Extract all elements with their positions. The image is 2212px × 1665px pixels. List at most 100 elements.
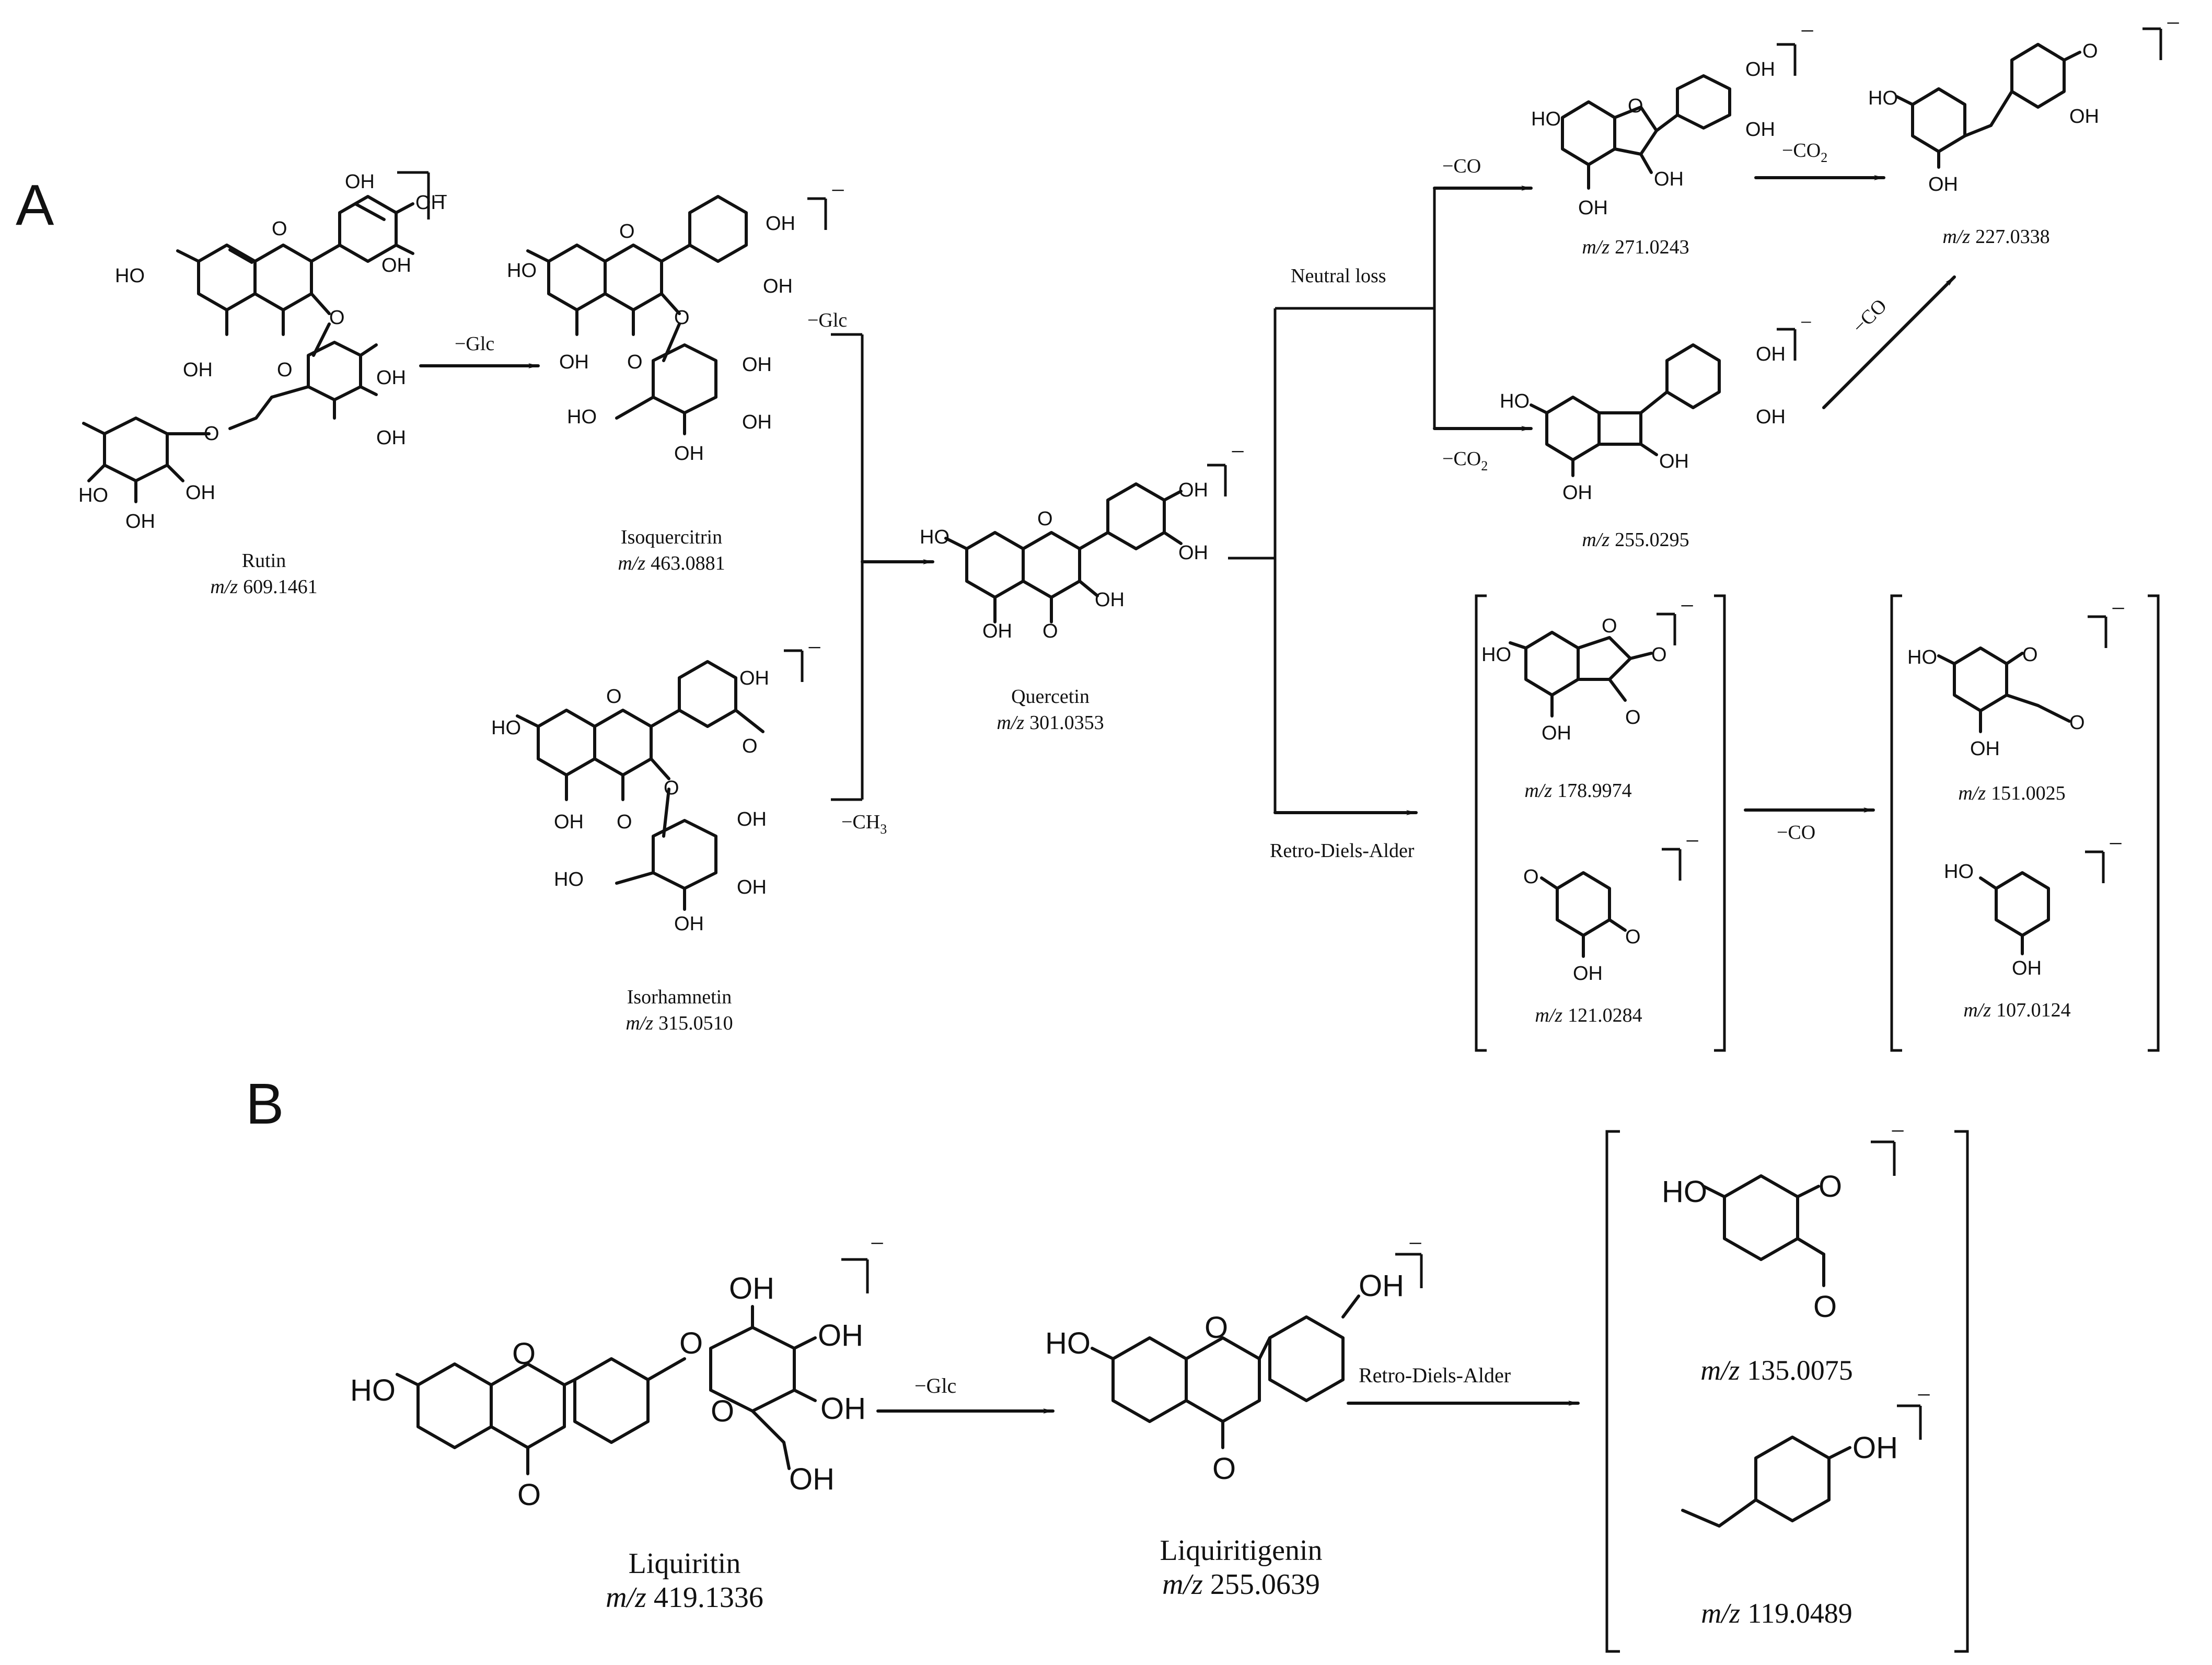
- svg-text:O: O: [664, 777, 679, 799]
- svg-text:OH: OH: [1542, 722, 1571, 744]
- svg-text:OH: OH: [415, 192, 445, 214]
- fragment-255-structure: HO OH OH OH OH: [1500, 343, 1786, 504]
- svg-text:O: O: [674, 307, 690, 329]
- svg-text:OH: OH: [818, 1319, 863, 1352]
- charge-isoquercitrin: −: [831, 177, 845, 204]
- svg-text:OH: OH: [820, 1392, 866, 1426]
- svg-text:O: O: [606, 686, 622, 708]
- svg-text:O: O: [1205, 1311, 1228, 1345]
- label-rda-b: Retro-Diels-Alder: [1359, 1363, 1511, 1387]
- svg-text:O: O: [1651, 644, 1667, 666]
- charge-135: −: [1891, 1117, 1905, 1145]
- svg-text:HO: HO: [507, 260, 537, 282]
- svg-text:OH: OH: [2069, 106, 2099, 128]
- svg-text:HO: HO: [567, 406, 597, 428]
- svg-text:OH: OH: [1756, 343, 1786, 365]
- svg-text:OH: OH: [766, 213, 795, 235]
- label-co2-loss-1: −CO2: [1442, 448, 1488, 473]
- svg-text:OH: OH: [376, 427, 406, 449]
- label-co-loss-2: −CO: [1848, 295, 1891, 338]
- fragment-227-structure: HO O OH OH: [1868, 40, 2099, 195]
- svg-text:OH: OH: [1659, 450, 1689, 472]
- isorhamnetin-name: Isorhamnetin: [627, 986, 732, 1008]
- label-ch3-loss: −CH3: [841, 811, 887, 837]
- fragment-107-structure: HO OH: [1944, 861, 2050, 979]
- fragment-119-structure: OH: [1681, 1431, 1898, 1528]
- svg-text:O: O: [1602, 615, 1617, 637]
- svg-text:OH: OH: [1562, 482, 1592, 504]
- fragment-121-structure: O O OH: [1523, 866, 1641, 985]
- svg-text:OH: OH: [1178, 479, 1208, 501]
- svg-text:O: O: [679, 1326, 703, 1360]
- svg-text:HO: HO: [115, 265, 145, 287]
- quercetin-structure: HO O OH O OH OH OH: [920, 479, 1208, 642]
- svg-text:O: O: [617, 811, 632, 833]
- svg-text:OH: OH: [742, 411, 772, 433]
- svg-text:OH: OH: [739, 667, 769, 689]
- svg-text:O: O: [1625, 707, 1641, 729]
- svg-text:OH: OH: [1578, 197, 1608, 219]
- svg-text:HO: HO: [1662, 1175, 1707, 1209]
- charge-quercetin: −: [1231, 438, 1245, 466]
- svg-text:OH: OH: [729, 1271, 774, 1305]
- svg-text:OH: OH: [1095, 589, 1125, 611]
- charge-271: −: [1800, 17, 1814, 45]
- svg-text:OH: OH: [381, 255, 411, 276]
- svg-text:O: O: [2069, 712, 2085, 734]
- svg-text:OH: OH: [982, 620, 1012, 642]
- svg-text:O: O: [204, 423, 219, 445]
- label-co2-loss-2: −CO2: [1782, 140, 1827, 165]
- svg-text:OH: OH: [1359, 1269, 1404, 1303]
- svg-text:O: O: [619, 221, 635, 242]
- label-glc-loss-b: −Glc: [914, 1374, 956, 1397]
- rutin-name: Rutin: [242, 550, 286, 572]
- fragment-151-structure: HO O O OH: [1907, 644, 2085, 760]
- svg-text:HO: HO: [78, 484, 108, 506]
- label-glc-loss: −Glc: [455, 333, 494, 355]
- svg-text:OH: OH: [789, 1462, 835, 1496]
- panel-label-a: A: [16, 173, 54, 237]
- liquiritin-name: Liquiritin: [629, 1547, 741, 1580]
- quercetin-name: Quercetin: [1011, 686, 1090, 708]
- svg-text:OH: OH: [554, 811, 584, 833]
- svg-text:OH: OH: [742, 354, 772, 376]
- svg-text:OH: OH: [737, 808, 767, 830]
- svg-text:OH: OH: [1852, 1431, 1898, 1465]
- svg-text:OH: OH: [125, 511, 155, 533]
- svg-text:HO: HO: [1944, 861, 1974, 883]
- svg-text:OH: OH: [763, 275, 793, 297]
- label-co-loss-3: −CO: [1777, 822, 1815, 843]
- liquiritin-structure: HO O O O OH OH OH O OH: [350, 1271, 866, 1512]
- charge-isorhamnetin: −: [807, 634, 821, 662]
- svg-text:OH: OH: [1654, 168, 1684, 190]
- svg-text:HO: HO: [1500, 390, 1530, 412]
- svg-text:OH: OH: [1745, 119, 1775, 141]
- svg-text:OH: OH: [559, 351, 589, 373]
- charge-227: −: [2166, 9, 2180, 37]
- svg-text:O: O: [272, 218, 287, 240]
- rutin-structure: HO O OH O O OH OH OH OH OH O HO OH OH: [78, 171, 445, 533]
- svg-text:O: O: [1523, 866, 1539, 888]
- svg-text:OH: OH: [186, 482, 215, 504]
- liquiritigenin-structure: HO O O OH: [1045, 1269, 1404, 1486]
- svg-text:O: O: [742, 735, 758, 757]
- svg-text:O: O: [1212, 1452, 1236, 1486]
- svg-text:OH: OH: [1970, 738, 2000, 760]
- svg-text:O: O: [1628, 95, 1643, 117]
- svg-text:OH: OH: [674, 913, 704, 935]
- svg-text:O: O: [2082, 40, 2098, 62]
- svg-text:O: O: [1813, 1290, 1837, 1324]
- isoquercitrin-name: Isoquercitrin: [621, 526, 722, 548]
